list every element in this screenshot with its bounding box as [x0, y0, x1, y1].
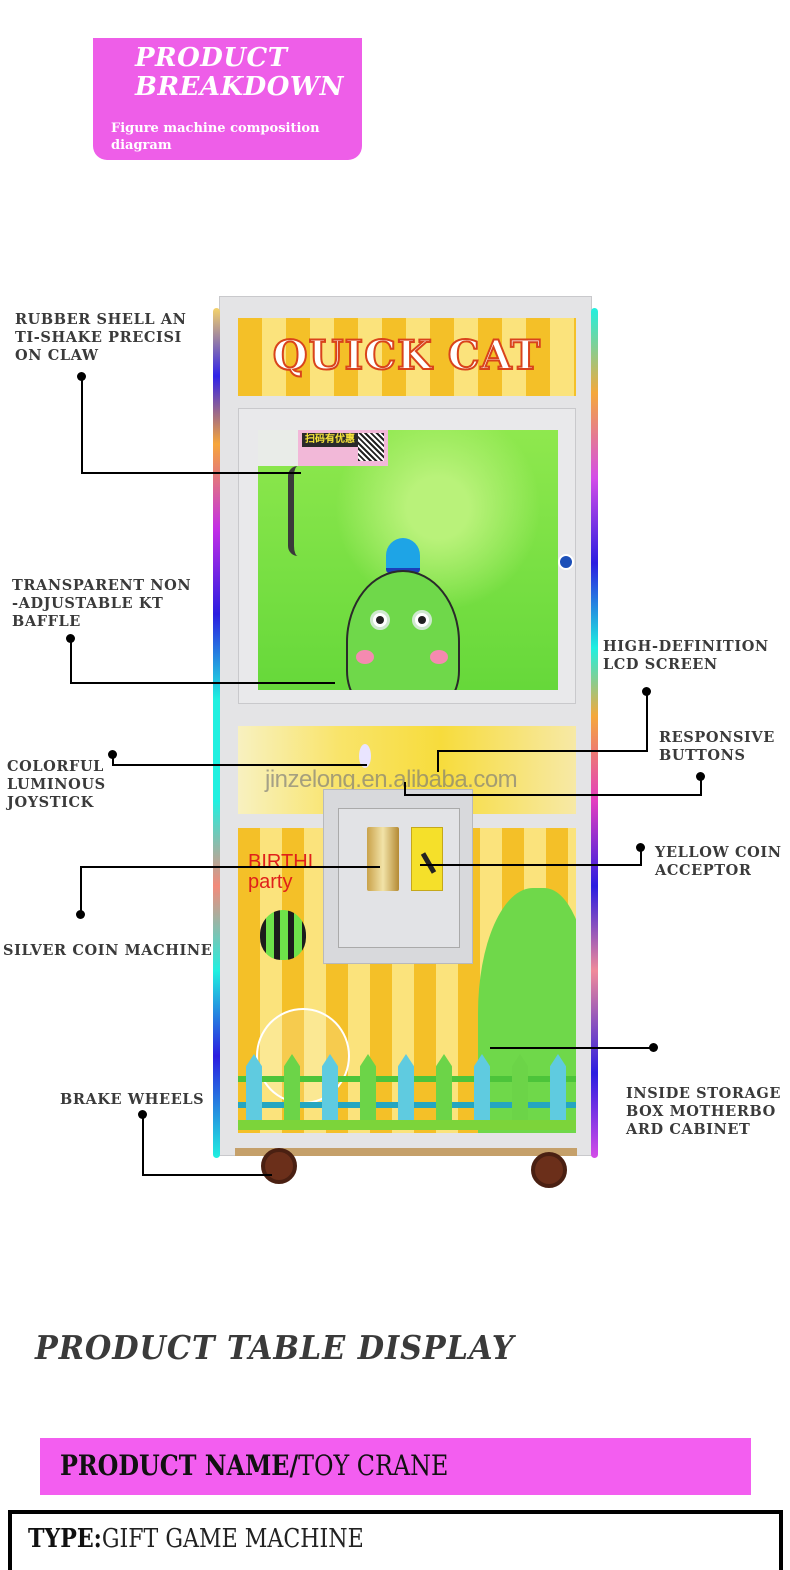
machine-base [235, 1148, 577, 1156]
badge-subtitle: Figure machine composition diagram [111, 121, 320, 153]
leader-line [81, 472, 301, 474]
sticker-text: 扫码有优惠 [302, 433, 358, 447]
led-strip-left [213, 308, 220, 1158]
silver-coin-mechanism-icon [367, 827, 399, 891]
callout-dot [66, 634, 75, 643]
leader-line [112, 755, 114, 765]
leader-line [112, 764, 367, 766]
qr-sticker: 扫码有优惠 [258, 430, 388, 466]
leader-line [420, 864, 642, 866]
callout-claw: RUBBER SHELL AN TI-SHAKE PRECISI ON CLAW [15, 311, 187, 364]
callout-dot [76, 910, 85, 919]
leader-line [437, 750, 648, 752]
fence-decoration [238, 1050, 576, 1130]
product-name-value: TOY CRANE [298, 1449, 449, 1482]
callout-dot [108, 750, 117, 759]
joystick-icon [359, 744, 371, 768]
cat-hat-icon [386, 538, 420, 573]
callout-yellow-coin: YELLOW COIN ACCEPTOR [655, 844, 782, 879]
callout-dot [636, 843, 645, 852]
cat-eye-icon [412, 610, 432, 630]
payment-icons [258, 430, 298, 466]
wheel-icon [531, 1152, 567, 1188]
product-type-row: TYPE:GIFT GAME MACHINE [8, 1510, 783, 1570]
product-name-row: PRODUCT NAME/TOY CRANE [60, 1447, 448, 1485]
callout-dot [138, 1110, 147, 1119]
leader-line [646, 692, 648, 751]
leader-line [700, 777, 702, 795]
panel-text: BIRTHI party [248, 852, 313, 892]
qr-code-icon [358, 433, 384, 461]
leader-line [70, 639, 72, 683]
led-strip-right [591, 308, 598, 1158]
leader-line [142, 1174, 272, 1176]
callout-lcd: HIGH-DEFINITION LCD SCREEN [603, 638, 769, 673]
table-title: PRODUCT TABLE DISPLAY [35, 1328, 515, 1367]
badge-title-line2: BREAKDOWN [135, 72, 344, 102]
callout-dot [696, 772, 705, 781]
leader-line [404, 794, 702, 796]
callout-joystick: COLORFUL LUMINOUS JOYSTICK [7, 758, 106, 811]
lock-icon [558, 554, 574, 570]
cat-cheek-icon [356, 650, 374, 664]
leader-line [70, 682, 335, 684]
panel-text-line2: party [248, 871, 293, 893]
claw-machine-image: QUICK CAT 扫码有优惠 jinzelong.en.alibaba.com… [213, 296, 598, 1191]
leader-line [437, 750, 439, 772]
wheel-icon [261, 1148, 297, 1184]
callout-baffle: TRANSPARENT NON -ADJUSTABLE KT BAFFLE [12, 577, 192, 630]
product-type-text: TYPE:GIFT GAME MACHINE [28, 1522, 364, 1556]
cat-eye-icon [370, 610, 390, 630]
callout-dot [649, 1043, 658, 1052]
callout-wheels: BRAKE WHEELS [60, 1091, 205, 1108]
panel-text-line1: BIRTHI [248, 851, 314, 873]
prize-window: 扫码有优惠 [258, 430, 558, 690]
coin-box [323, 789, 473, 964]
callout-silver-coin: SILVER COIN MACHINE [3, 942, 213, 959]
product-breakdown-badge: PRODUCT BREAKDOWN Figure machine composi… [93, 38, 362, 160]
callout-storage: INSIDE STORAGE BOX MOTHERBO ARD CABINET [626, 1085, 781, 1138]
leader-line [640, 848, 642, 865]
product-type-value: GIFT GAME MACHINE [101, 1524, 364, 1554]
callout-dot [77, 372, 86, 381]
leader-line [81, 377, 83, 472]
leader-line [80, 866, 380, 868]
badge-title-line1: PRODUCT [135, 43, 288, 73]
badge-title: PRODUCT BREAKDOWN [135, 44, 344, 102]
leader-line [142, 1115, 144, 1175]
coin-door [338, 808, 460, 948]
cat-character-icon [346, 570, 460, 690]
yellow-coin-acceptor-icon [411, 827, 443, 891]
product-name-bar: PRODUCT NAME/TOY CRANE [40, 1438, 751, 1495]
leader-line [490, 1047, 652, 1049]
cat-cheek-icon [430, 650, 448, 664]
machine-top-sign: QUICK CAT [238, 318, 576, 396]
product-type-key: TYPE: [28, 1524, 102, 1554]
product-name-key: PRODUCT NAME/ [60, 1449, 299, 1482]
hot-air-balloon-icon [260, 910, 306, 960]
watermark: jinzelong.en.alibaba.com [265, 766, 518, 793]
sign-text: QUICK CAT [272, 331, 542, 380]
callout-dot [642, 687, 651, 696]
claw-icon [288, 466, 324, 556]
callout-buttons: RESPONSIVE BUTTONS [659, 729, 775, 764]
leader-line [80, 866, 82, 912]
leader-line [404, 782, 406, 795]
